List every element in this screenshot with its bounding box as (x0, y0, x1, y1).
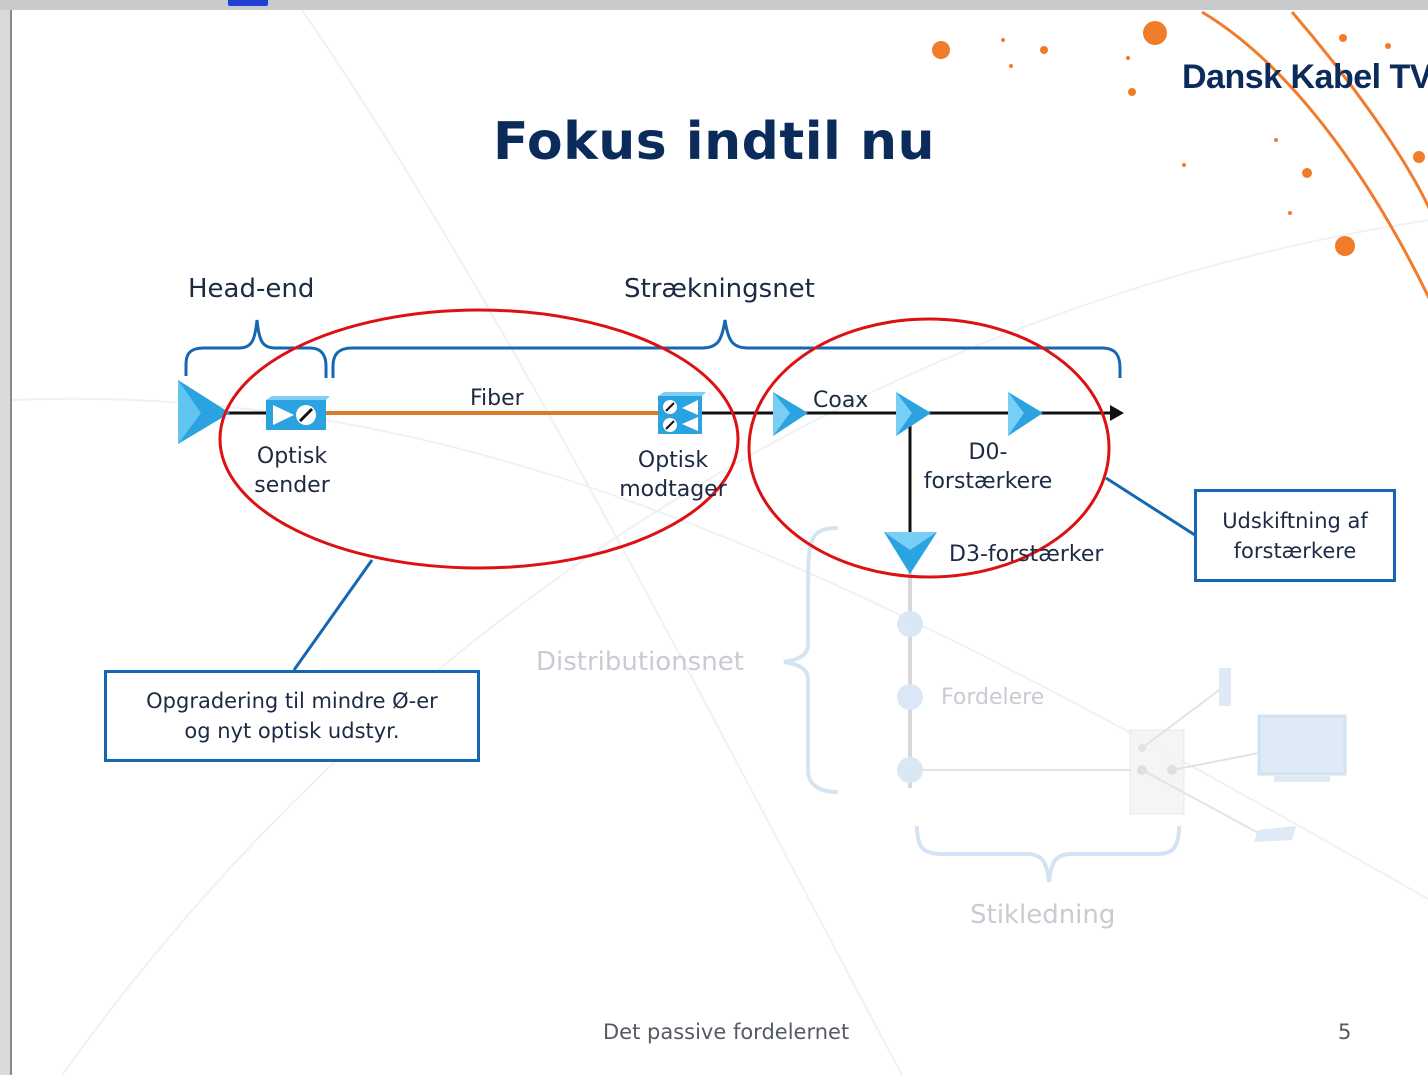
headend-amplifier-icon (178, 380, 230, 444)
top-strip (0, 0, 1428, 10)
brand-logo: Dansk Kabel TV (1182, 58, 1428, 96)
fordelere-label: Fordelere (941, 685, 1045, 710)
optical-receiver-icon (658, 392, 706, 434)
d0-forstaerkere-label: D0- forstærkere (923, 440, 1053, 494)
optisk-modtager-label: Optisk modtager (619, 448, 727, 502)
stikledning-label: Stikledning (970, 900, 1116, 930)
opgradering-callout: Opgradering til mindre Ø-er og nyt optis… (104, 670, 480, 762)
optical-sender-icon (266, 396, 330, 430)
stikledning-brace (915, 825, 1181, 883)
network-diagram (178, 308, 1347, 883)
tv-icon (1257, 714, 1347, 776)
d3-forstaerker-label: D3-forstærker (949, 542, 1104, 567)
slide-footer: Det passive fordelernet (603, 1020, 850, 1044)
modem-icon (1254, 826, 1296, 842)
coax-arrow-icon (1110, 405, 1124, 421)
straekningsnet-label: Strækningsnet (624, 274, 815, 304)
slide-title: Fokus indtil nu (492, 112, 935, 172)
optisk-sender-label: Optisk sender (254, 444, 330, 498)
brand-dots-icon (932, 21, 1425, 256)
fiber-label: Fiber (470, 386, 524, 411)
distributionsnet-label: Distributionsnet (536, 647, 744, 677)
udskiftning-leader-line (1105, 476, 1199, 539)
fordeler-node-1 (897, 611, 923, 637)
udskiftning-callout: Udskiftning af forstærkere (1194, 489, 1396, 582)
slide (10, 10, 1428, 1075)
top-tab-marker (228, 0, 268, 6)
distribution-network (783, 526, 1347, 883)
straekningsnet-brace (331, 319, 1122, 378)
headend-brace (184, 319, 328, 378)
opgradering-leader-line (292, 559, 374, 671)
distributionsnet-brace (783, 526, 839, 794)
headend-fiber-highlight (218, 308, 740, 570)
d0-amplifier-icon-3 (1008, 392, 1043, 436)
d3-amplifier-icon (884, 532, 937, 574)
fordeler-node-2 (897, 684, 923, 710)
coax-highlight (747, 317, 1111, 579)
radio-device-icon (1219, 668, 1231, 706)
headend-label: Head-end (188, 274, 315, 304)
d0-amplifier-icon-2 (896, 392, 931, 436)
coax-label: Coax (813, 388, 869, 413)
d0-amplifier-icon-1 (773, 392, 808, 436)
page-number: 5 (1338, 1020, 1352, 1044)
